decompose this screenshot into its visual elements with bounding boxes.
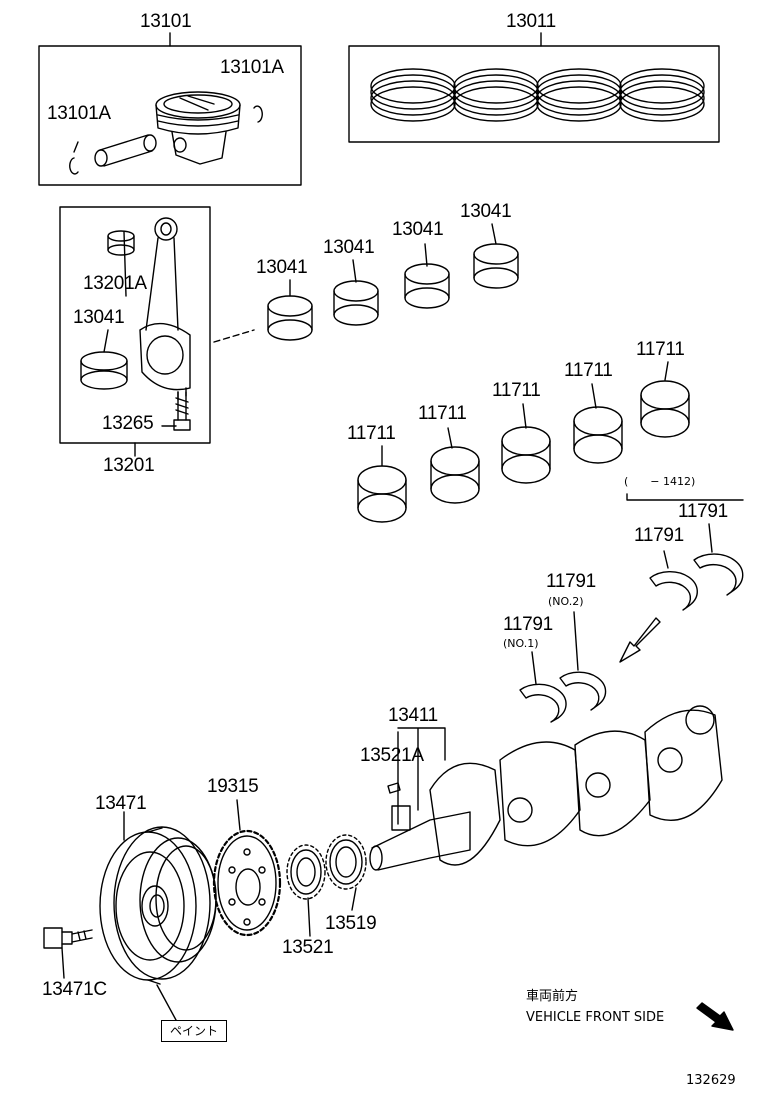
- thrust-washers: [519, 553, 744, 723]
- main-bearings-row: [357, 380, 690, 523]
- crank-key: [387, 782, 401, 794]
- label-11711-1: 11711: [347, 423, 396, 444]
- label-13521a: 13521A: [360, 745, 424, 766]
- label-13041-2: 13041: [323, 237, 375, 258]
- label-13519: 13519: [325, 913, 377, 934]
- rod-bushing: [107, 230, 135, 256]
- label-13101a-left: 13101A: [47, 103, 111, 124]
- label-19315: 19315: [207, 776, 259, 797]
- date-range-note: ( − 1412): [624, 475, 696, 488]
- label-13011: 13011: [506, 11, 556, 32]
- snap-ring-right: [253, 105, 263, 123]
- crank-pulley: [99, 826, 217, 985]
- rod-bearing-in-box: [80, 351, 128, 390]
- label-13471: 13471: [95, 793, 147, 814]
- label-11791-a: 11791: [678, 501, 728, 522]
- piston: [155, 91, 241, 165]
- label-13521: 13521: [282, 937, 334, 958]
- label-13041-1: 13041: [256, 257, 308, 278]
- front-side-arrow: [696, 1002, 734, 1031]
- figure-number: 132629: [686, 1073, 736, 1088]
- pulley-bolt: [43, 927, 93, 949]
- label-13201a: 13201A: [83, 273, 147, 294]
- label-11711-3: 11711: [492, 380, 541, 401]
- label-13041-3: 13041: [392, 219, 444, 240]
- label-13471c: 13471C: [42, 979, 107, 1000]
- label-13101a-right: 13101A: [220, 57, 284, 78]
- sublabel-no2: (NO.2): [548, 595, 584, 608]
- paint-label: ペイント: [161, 1020, 228, 1042]
- crank-gear-13521: [286, 844, 326, 900]
- label-11791-b: 11791: [634, 525, 684, 546]
- label-11711-4: 11711: [564, 360, 613, 381]
- crank-gear-13519: [325, 834, 367, 890]
- front-side-jp: 車両前方: [526, 989, 579, 1004]
- direction-arrow: [619, 617, 661, 663]
- rod-bolt: [173, 391, 191, 431]
- timing-rotor: [212, 829, 282, 937]
- connecting-rod: [139, 217, 191, 401]
- sublabel-no1: (NO.1): [503, 637, 539, 650]
- label-11791-no2: 11791: [546, 571, 596, 592]
- label-11791-no1: 11791: [503, 614, 553, 635]
- front-side-en: VEHICLE FRONT SIDE: [526, 1010, 665, 1025]
- label-13041-inner: 13041: [73, 307, 125, 328]
- label-13411: 13411: [388, 705, 438, 726]
- label-11711-5: 11711: [636, 339, 685, 360]
- piston-pin: [94, 134, 157, 167]
- piston-ring-set: [370, 68, 705, 122]
- label-13265: 13265: [102, 413, 154, 434]
- label-11711-2: 11711: [418, 403, 467, 424]
- ring-group-box: [348, 45, 720, 143]
- label-13101: 13101: [140, 11, 192, 32]
- crankshaft: [369, 705, 723, 871]
- label-13201: 13201: [103, 455, 155, 476]
- label-13041-4: 13041: [460, 201, 512, 222]
- snap-ring-left: [69, 157, 79, 175]
